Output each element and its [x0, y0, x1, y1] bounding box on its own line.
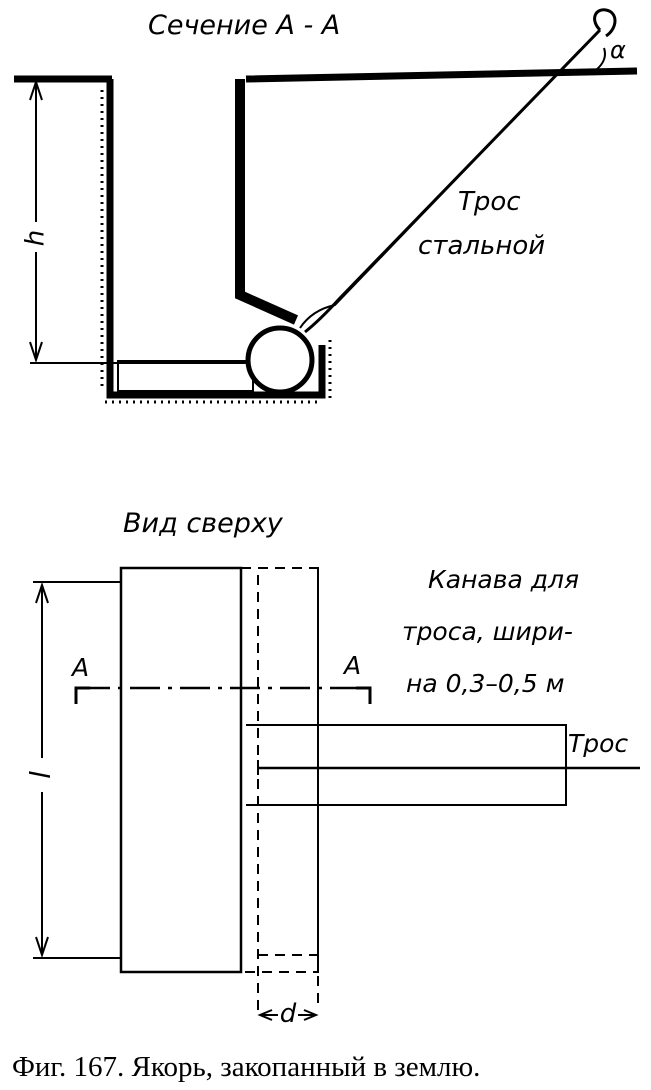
length-label-bg [30, 758, 54, 792]
section-cut-ticks [74, 686, 372, 704]
cut-label-right: А [342, 651, 361, 680]
anchor-beam-plan [119, 566, 243, 974]
cable-label-line2: стальной [418, 231, 545, 261]
top-view-title: Вид сверху [123, 508, 284, 539]
anchor-log [245, 325, 315, 395]
ground-surface [14, 67, 638, 83]
trench-label-line2: троса, шири- [402, 617, 573, 646]
width-arrows [257, 1009, 319, 1021]
depth-label: h [21, 230, 51, 246]
top-view: Вид сверху А А l d Канава для троса, шир… [24, 508, 640, 1029]
steel-cable [304, 28, 602, 334]
angle-arc [595, 47, 606, 71]
trench-label-line1: Канава для [428, 565, 579, 594]
width-label: d [280, 999, 297, 1029]
section-view: Сечение А - А α h Трос стальной [14, 8, 638, 404]
angle-label: α [610, 36, 626, 64]
cut-label-left: А [70, 653, 89, 682]
section-title: Сечение А - А [148, 10, 340, 41]
cable-loop [593, 8, 617, 38]
width-label-bg [278, 998, 298, 1024]
trench-label-line3: на 0,3–0,5 м [406, 669, 564, 698]
length-label: l [24, 771, 57, 779]
cable-trench [246, 724, 567, 806]
figure-caption: Фиг. 167. Якорь, закопанный в землю. [12, 1051, 480, 1083]
cable-label-line1: Трос [458, 187, 521, 217]
trench-strip [241, 567, 319, 1010]
steel-cable-second-strand [299, 49, 581, 329]
length-arrows [35, 581, 49, 959]
cable-plan-label: Трос [568, 729, 628, 758]
pit-outline [106, 79, 326, 399]
anchor-beam-section [117, 360, 254, 392]
depth-arrows [29, 78, 43, 364]
pit-inner-wall [235, 79, 299, 325]
depth-label-bg [24, 222, 48, 252]
soil-texture [100, 90, 332, 404]
